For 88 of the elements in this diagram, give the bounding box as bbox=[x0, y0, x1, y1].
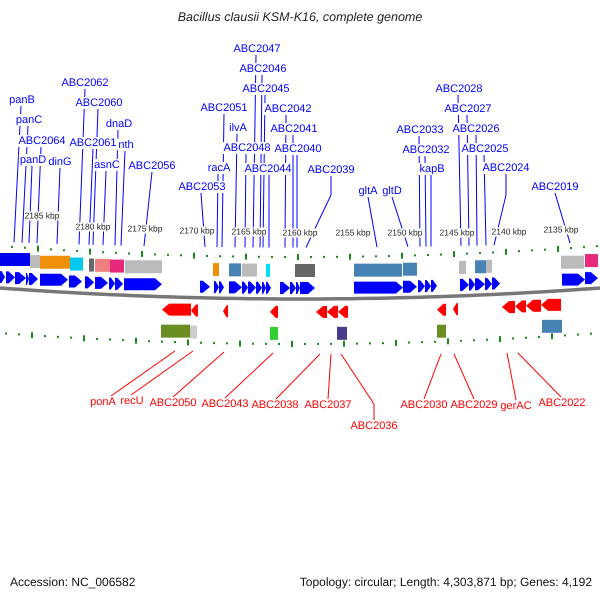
leader-line bbox=[110, 350, 176, 396]
gene-label: ilvA bbox=[228, 122, 248, 134]
gene-label: ABC2064 bbox=[17, 135, 67, 147]
gene-label: ABC2051 bbox=[199, 102, 249, 114]
gene-label: ABC2024 bbox=[481, 162, 531, 174]
gene-label: ABC2029 bbox=[449, 399, 499, 411]
leader-line bbox=[476, 134, 478, 246]
gene-label: ABC2036 bbox=[349, 420, 399, 432]
leader-line bbox=[224, 352, 274, 398]
gene-label: ABC2028 bbox=[434, 83, 484, 95]
gene-label: ABC2026 bbox=[451, 123, 501, 135]
position-label: 2145 kbp bbox=[440, 228, 474, 238]
gene-label: ABC2043 bbox=[200, 398, 250, 410]
leader-line bbox=[296, 154, 298, 248]
leader-line bbox=[276, 354, 320, 400]
gene-label: ABC2042 bbox=[263, 103, 313, 115]
position-label: 2150 kbp bbox=[388, 228, 422, 238]
gene-label: racA bbox=[206, 162, 232, 174]
gene-label: ABC2061 bbox=[68, 137, 118, 149]
accession-text: Accession: NC_006582 bbox=[10, 575, 136, 589]
gene-label: ABC2050 bbox=[148, 397, 198, 409]
gene-label: ABC2046 bbox=[238, 63, 288, 75]
gene-label: ABC2039 bbox=[306, 164, 356, 176]
gene-label: dnaD bbox=[104, 118, 134, 130]
gene-label: ABC2048 bbox=[222, 142, 272, 154]
gene-label: ABC2053 bbox=[177, 181, 227, 193]
gene-label: ABC2027 bbox=[443, 103, 493, 115]
gene-label: gltA bbox=[358, 185, 378, 197]
leader-line bbox=[130, 350, 194, 396]
gene-label: ABC2056 bbox=[127, 160, 177, 172]
leader-line bbox=[306, 176, 332, 248]
position-label: 2155 kbp bbox=[336, 228, 370, 238]
leader-line bbox=[120, 150, 126, 246]
leader-line bbox=[430, 174, 432, 247]
position-label: 2170 kbp bbox=[180, 226, 214, 236]
gene-label: ABC2041 bbox=[269, 123, 319, 135]
leader-line bbox=[88, 148, 94, 246]
gene-label: panC bbox=[14, 114, 44, 126]
leader-line bbox=[172, 352, 224, 398]
gene-label: ponA bbox=[89, 396, 117, 408]
gene-label: kapB bbox=[418, 163, 446, 175]
gene-label: dinG bbox=[47, 156, 73, 168]
leader-line bbox=[102, 170, 106, 246]
position-label: 2140 kbp bbox=[492, 228, 526, 236]
leader-line bbox=[484, 154, 486, 246]
gene-label: ABC2047 bbox=[232, 43, 282, 55]
gene-label: nth bbox=[117, 139, 135, 151]
gene-label: ABC2019 bbox=[530, 181, 580, 193]
gene-label: asnC bbox=[93, 159, 121, 171]
leader-line bbox=[518, 352, 562, 398]
gene-label: ABC2030 bbox=[399, 399, 449, 411]
gene-label: gerAC bbox=[499, 400, 533, 412]
gene-label: panD bbox=[18, 154, 48, 166]
gene-label: gltD bbox=[381, 185, 403, 197]
position-label: 2180 kbp bbox=[76, 222, 110, 232]
leader-line bbox=[144, 172, 152, 247]
leader-line bbox=[424, 354, 442, 400]
gene-label: ABC2045 bbox=[241, 83, 291, 95]
leader-line bbox=[424, 156, 426, 248]
gene-label: ABC2040 bbox=[273, 143, 323, 155]
position-label: 2175 kbp bbox=[128, 224, 162, 234]
leader-line bbox=[340, 354, 374, 420]
gene-label: ABC2025 bbox=[460, 143, 510, 155]
position-label: 2165 kbp bbox=[232, 228, 266, 236]
genome-summary-text: Topology: circular; Length: 4,303,871 bp; Genes: 4,192 bbox=[300, 575, 592, 589]
leader-line bbox=[56, 168, 60, 244]
gene-label: ABC2062 bbox=[60, 77, 110, 89]
gene-label: panB bbox=[8, 94, 36, 106]
leader-line bbox=[268, 174, 270, 248]
leader-line bbox=[454, 354, 474, 400]
position-label: 2185 kbp bbox=[24, 212, 60, 220]
position-label: 2135 kbp bbox=[544, 226, 578, 234]
position-label: 2160 kbp bbox=[282, 228, 318, 238]
gene-label: ABC2022 bbox=[537, 397, 587, 409]
leader-line bbox=[506, 352, 516, 400]
gene-label: ABC2060 bbox=[74, 97, 124, 109]
gene-label: ABC2044 bbox=[243, 163, 293, 175]
gene-label: ABC2032 bbox=[401, 144, 451, 156]
gene-label: recU bbox=[119, 395, 145, 407]
map-title: Bacillus clausii KSM-K16, complete genome bbox=[176, 10, 424, 24]
leader-line bbox=[114, 130, 118, 246]
leader-line bbox=[328, 354, 332, 400]
leader-line bbox=[494, 174, 506, 246]
gene-label: ABC2037 bbox=[303, 399, 353, 411]
leader-line bbox=[28, 166, 32, 244]
leader-line bbox=[368, 196, 378, 248]
gene-label: ABC2038 bbox=[250, 399, 300, 411]
gene-label: ABC2033 bbox=[395, 124, 445, 136]
